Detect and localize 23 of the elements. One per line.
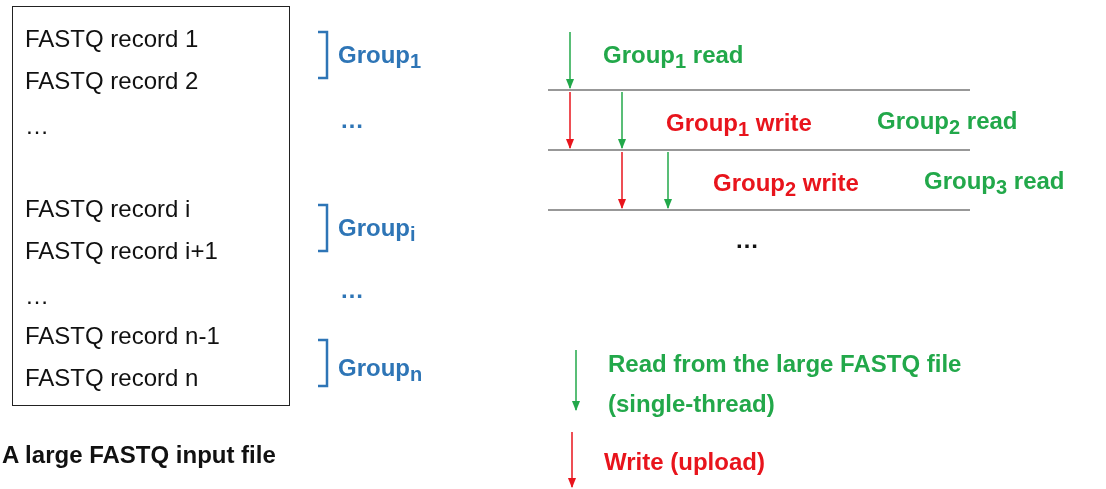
ellipsis: … xyxy=(340,276,364,304)
read-label: Group$_{3}$ read xyxy=(924,166,1065,200)
legend-text: Write (upload) xyxy=(604,447,766,478)
write-label: Group$_{2}$ write xyxy=(713,168,859,202)
record-text: FASTQ record n xyxy=(25,364,199,392)
record-text: … xyxy=(25,112,49,140)
read-label: Group$_{2}$ read xyxy=(877,106,1018,140)
record-text: FASTQ record i+1 xyxy=(25,237,218,265)
file-box xyxy=(12,6,290,406)
record-text: FASTQ record i xyxy=(25,195,191,223)
read-label: Group$_{1}$ read xyxy=(603,40,744,74)
record-text: FASTQ record n-1 xyxy=(25,322,220,350)
group-label: Group$_{1}$ xyxy=(338,40,422,74)
group-label: Group$_{i}$ xyxy=(338,213,416,247)
write-label: Group$_{1}$ write xyxy=(666,108,812,142)
record-text: FASTQ record 2 xyxy=(25,67,199,95)
record-text: FASTQ record 1 xyxy=(25,25,199,53)
legend-text: Read from the large FASTQ file (single-thread) xyxy=(608,349,963,419)
record-text: … xyxy=(25,282,49,310)
ellipsis: … xyxy=(735,226,759,254)
group-label: Group$_{n}$ xyxy=(338,353,423,387)
file-caption: A large FASTQ input file xyxy=(2,441,276,469)
ellipsis: … xyxy=(340,106,364,134)
